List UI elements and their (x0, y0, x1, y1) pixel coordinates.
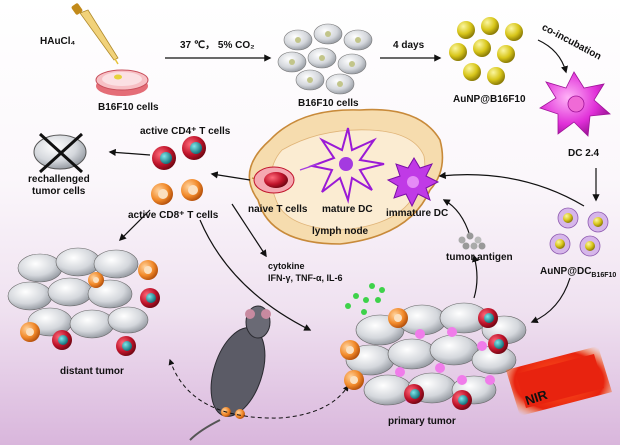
primary-tumor-mass (340, 302, 527, 410)
lymph-node-shape (248, 108, 444, 245)
label-haucl4: HAuCl₄ (40, 36, 76, 47)
label-naive-t-cells: naive T cells (248, 204, 308, 215)
tumor-antigen-particles (458, 232, 486, 250)
b16f10-cell-cluster (277, 23, 373, 95)
label-lymph-node: lymph node (312, 226, 369, 237)
nir-laser-icon (506, 346, 612, 416)
label-distant-tumor: distant tumor (60, 366, 124, 377)
label-cytokine-list: IFN-γ, TNF-α, IL-6 (268, 273, 343, 283)
arrow-tcells-to-rechallenged (108, 148, 151, 157)
rechallenged-tumor-cell-icon (33, 132, 87, 174)
label-dc24: DC 2.4 (568, 148, 600, 159)
label-four-days: 4 days (393, 40, 425, 51)
arrow-dashed-tumor-link (168, 358, 349, 419)
arrow-antigen-to-lymph (442, 199, 471, 237)
active-cd4-t-cells (152, 136, 206, 170)
mouse-icon (189, 305, 271, 441)
label-active-cd4: active CD4⁺ T cells (140, 126, 231, 137)
label-tumor-antigen: tumor antigen (446, 252, 513, 263)
label-immature-dc: immature DC (386, 208, 449, 219)
dc24-cell-icon (539, 71, 611, 137)
arrow-aunpdc-to-primary (530, 277, 571, 324)
label-culture-condition: 37 ℃， 5% CO₂ (180, 40, 255, 51)
naive-t-cell-icon (253, 166, 295, 194)
aunp-dc-cluster (549, 207, 609, 257)
label-rechallenged-line2: tumor cells (32, 186, 86, 197)
arrow-tcells-to-distant (118, 209, 151, 242)
distant-tumor-mass (7, 247, 160, 356)
label-b16f10-cells-dish: B16F10 cells (98, 102, 159, 113)
pipette-icon (71, 3, 119, 65)
aunp-b16f10-cluster (449, 17, 523, 85)
active-cd8-t-cells (151, 179, 203, 205)
label-aunp-dc: AuNP@DCB16F10 (540, 266, 617, 279)
arrow-tcells-to-primary (199, 219, 312, 331)
label-rechallenged-line1: rechallenged (28, 174, 90, 185)
antigen-presentation-link (299, 163, 319, 171)
arrow-primary-to-antigen (472, 254, 479, 299)
arrow-aunpdc-to-lymph (438, 171, 585, 207)
arrow-lymph-to-tcells (210, 171, 251, 181)
label-active-cd8: active CD8⁺ T cells (128, 210, 219, 221)
arrow-coincubation (537, 39, 568, 74)
label-b16f10-cells: B16F10 cells (298, 98, 359, 109)
label-mature-dc: mature DC (322, 204, 373, 215)
immature-dc-icon (386, 157, 440, 208)
cytokine-particles (345, 283, 385, 315)
arrow-to-cytokine (231, 203, 267, 258)
label-primary-tumor: primary tumor (388, 416, 456, 427)
culture-dish-icon (95, 69, 149, 96)
label-cytokine: cytokine (268, 261, 305, 271)
mature-dc-icon (308, 127, 385, 204)
label-aunp-b16f10: AuNP@B16F10 (453, 94, 526, 105)
